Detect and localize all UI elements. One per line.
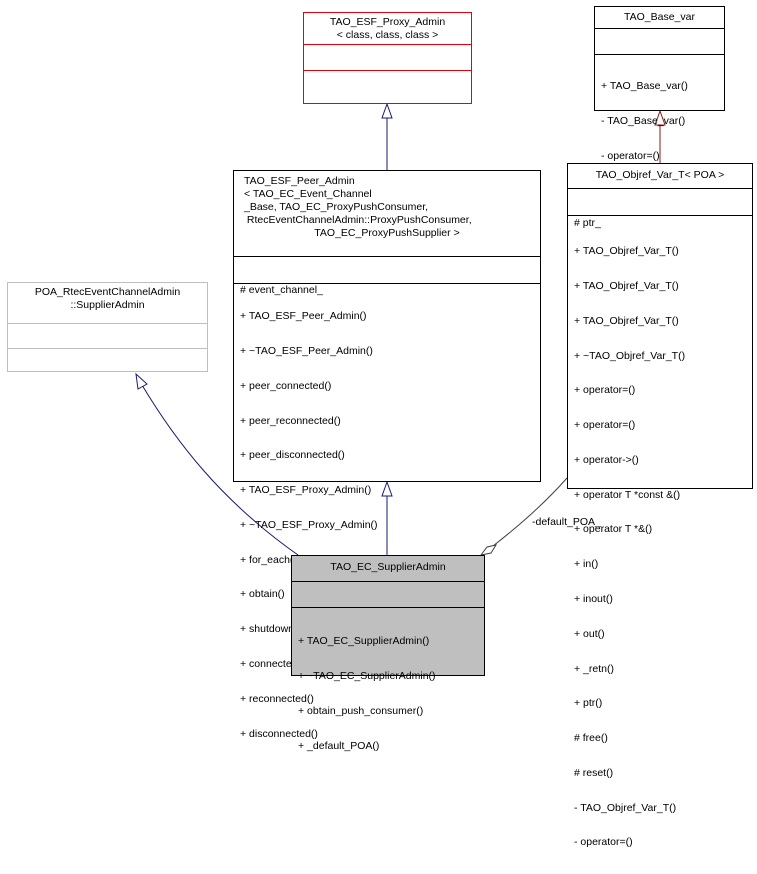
method: + out() bbox=[574, 627, 605, 640]
class-name-continued: ::SupplierAdmin bbox=[70, 299, 145, 311]
attributes-section bbox=[292, 581, 484, 607]
class-name: TAO_EC_SupplierAdmin bbox=[330, 561, 446, 573]
diagram-edges bbox=[135, 102, 666, 556]
method: - operator=() bbox=[574, 836, 633, 849]
class-name: POA_RtecEventChannelAdmin bbox=[34, 286, 181, 298]
method: # reset() bbox=[574, 766, 614, 779]
method: + ptr() bbox=[574, 697, 603, 710]
class-title: TAO_ESF_Peer_Admin < TAO_EC_Event_Channe… bbox=[234, 171, 540, 256]
edge-supplier-admin-to-poa-supplier-admin bbox=[141, 384, 299, 556]
method: + inout() bbox=[574, 593, 613, 605]
method: + _default_POA() bbox=[298, 739, 380, 752]
method: + TAO_Base_var() bbox=[601, 80, 688, 93]
method: + peer_connected() bbox=[240, 379, 332, 392]
method: + ~TAO_ESF_Peer_Admin() bbox=[240, 344, 373, 357]
arrowhead-hollow-triangle bbox=[381, 480, 393, 497]
methods-section bbox=[8, 348, 207, 371]
method: + operator=() bbox=[574, 384, 636, 397]
method: + in() bbox=[574, 558, 599, 571]
class-title: TAO_EC_SupplierAdmin bbox=[292, 556, 484, 581]
method: + _retn() bbox=[574, 662, 614, 675]
methods-section: + TAO_Objref_Var_T() + TAO_Objref_Var_T(… bbox=[568, 215, 752, 874]
method: - TAO_Base_var() bbox=[601, 114, 686, 127]
methods-section bbox=[304, 70, 471, 103]
attributes-section: # ptr_ bbox=[568, 188, 752, 229]
template-params: _Base, TAO_EC_ProxyPushConsumer, bbox=[244, 201, 429, 213]
method: + obtain_push_consumer() bbox=[298, 704, 424, 717]
method: + TAO_Objref_Var_T() bbox=[574, 279, 679, 292]
class-name: TAO_ESF_Proxy_Admin bbox=[329, 16, 446, 28]
template-params: TAO_EC_ProxyPushSupplier > bbox=[314, 227, 460, 239]
method: + peer_reconnected() bbox=[240, 414, 341, 427]
method: # free() bbox=[574, 732, 608, 745]
method: + TAO_EC_SupplierAdmin() bbox=[298, 635, 430, 648]
method: + TAO_ESF_Peer_Admin() bbox=[240, 310, 367, 323]
class-name: TAO_Objref_Var_T< POA > bbox=[595, 169, 725, 181]
template-params: < class, class, class > bbox=[336, 29, 439, 41]
method: + ~TAO_EC_SupplierAdmin() bbox=[298, 669, 436, 682]
class-title: TAO_Objref_Var_T< POA > bbox=[568, 164, 752, 188]
method: + for_each() bbox=[240, 553, 297, 566]
arrowhead-hollow-triangle bbox=[654, 109, 666, 126]
methods-section: + TAO_Base_var() - TAO_Base_var() - oper… bbox=[595, 54, 724, 188]
methods-section: + TAO_EC_SupplierAdmin() + ~TAO_EC_Suppl… bbox=[292, 607, 484, 777]
attribute: # event_channel_ bbox=[240, 284, 323, 297]
aggregation-diamond bbox=[479, 544, 498, 556]
method: + shutdown() bbox=[240, 623, 301, 636]
attributes-section bbox=[595, 28, 724, 54]
template-params: < TAO_EC_Event_Channel bbox=[244, 188, 372, 200]
method: + peer_disconnected() bbox=[240, 449, 345, 462]
class-poa-rtec-supplier-admin[interactable]: POA_RtecEventChannelAdmin ::SupplierAdmi… bbox=[7, 282, 208, 372]
method: + obtain() bbox=[240, 588, 285, 601]
method: + TAO_Objref_Var_T() bbox=[574, 245, 679, 258]
class-tao-base-var[interactable]: TAO_Base_var + TAO_Base_var() - TAO_Base… bbox=[594, 6, 725, 161]
attribute: # ptr_ bbox=[574, 217, 601, 230]
method: + operator T *&() bbox=[574, 523, 653, 536]
attributes-section bbox=[8, 323, 207, 348]
attributes-section bbox=[304, 44, 471, 70]
method: + operator->() bbox=[574, 453, 639, 466]
method: + operator T *const &() bbox=[574, 488, 681, 501]
method: + ~TAO_Objref_Var_T() bbox=[574, 349, 686, 362]
attributes-section: # event_channel_ bbox=[234, 256, 540, 296]
arrowhead-hollow-triangle bbox=[135, 372, 148, 390]
method: + ~TAO_ESF_Proxy_Admin() bbox=[240, 518, 378, 531]
method: + connected() bbox=[240, 658, 305, 670]
class-tao-esf-proxy-admin[interactable]: TAO_ESF_Proxy_Admin < class, class, clas… bbox=[303, 12, 472, 104]
class-tao-esf-peer-admin[interactable]: TAO_ESF_Peer_Admin < TAO_EC_Event_Channe… bbox=[233, 170, 541, 739]
edge-default-poa-usage bbox=[492, 477, 568, 547]
method: + operator=() bbox=[574, 419, 636, 432]
class-title: TAO_ESF_Proxy_Admin < class, class, clas… bbox=[304, 13, 471, 44]
class-tao-objref-var-t[interactable]: TAO_Objref_Var_T< POA > # ptr_ + TAO_Obj… bbox=[567, 163, 753, 848]
class-title: POA_RtecEventChannelAdmin ::SupplierAdmi… bbox=[8, 283, 207, 323]
method: + TAO_ESF_Proxy_Admin() bbox=[240, 484, 372, 497]
class-tao-ec-supplier-admin[interactable]: TAO_EC_SupplierAdmin + TAO_EC_SupplierAd… bbox=[291, 555, 485, 751]
class-name: TAO_Base_var bbox=[623, 11, 695, 23]
method: + TAO_Objref_Var_T() bbox=[574, 314, 679, 327]
arrowhead-hollow-triangle bbox=[381, 102, 393, 119]
class-title: TAO_Base_var bbox=[595, 7, 724, 28]
template-params: RtecEventChannelAdmin::ProxyPushConsumer… bbox=[244, 214, 472, 226]
method: - TAO_Objref_Var_T() bbox=[574, 801, 677, 814]
class-name: TAO_ESF_Peer_Admin bbox=[244, 175, 355, 187]
edge-label-default-poa: -default_POA_ bbox=[532, 516, 601, 528]
method: - operator=() bbox=[601, 149, 660, 162]
